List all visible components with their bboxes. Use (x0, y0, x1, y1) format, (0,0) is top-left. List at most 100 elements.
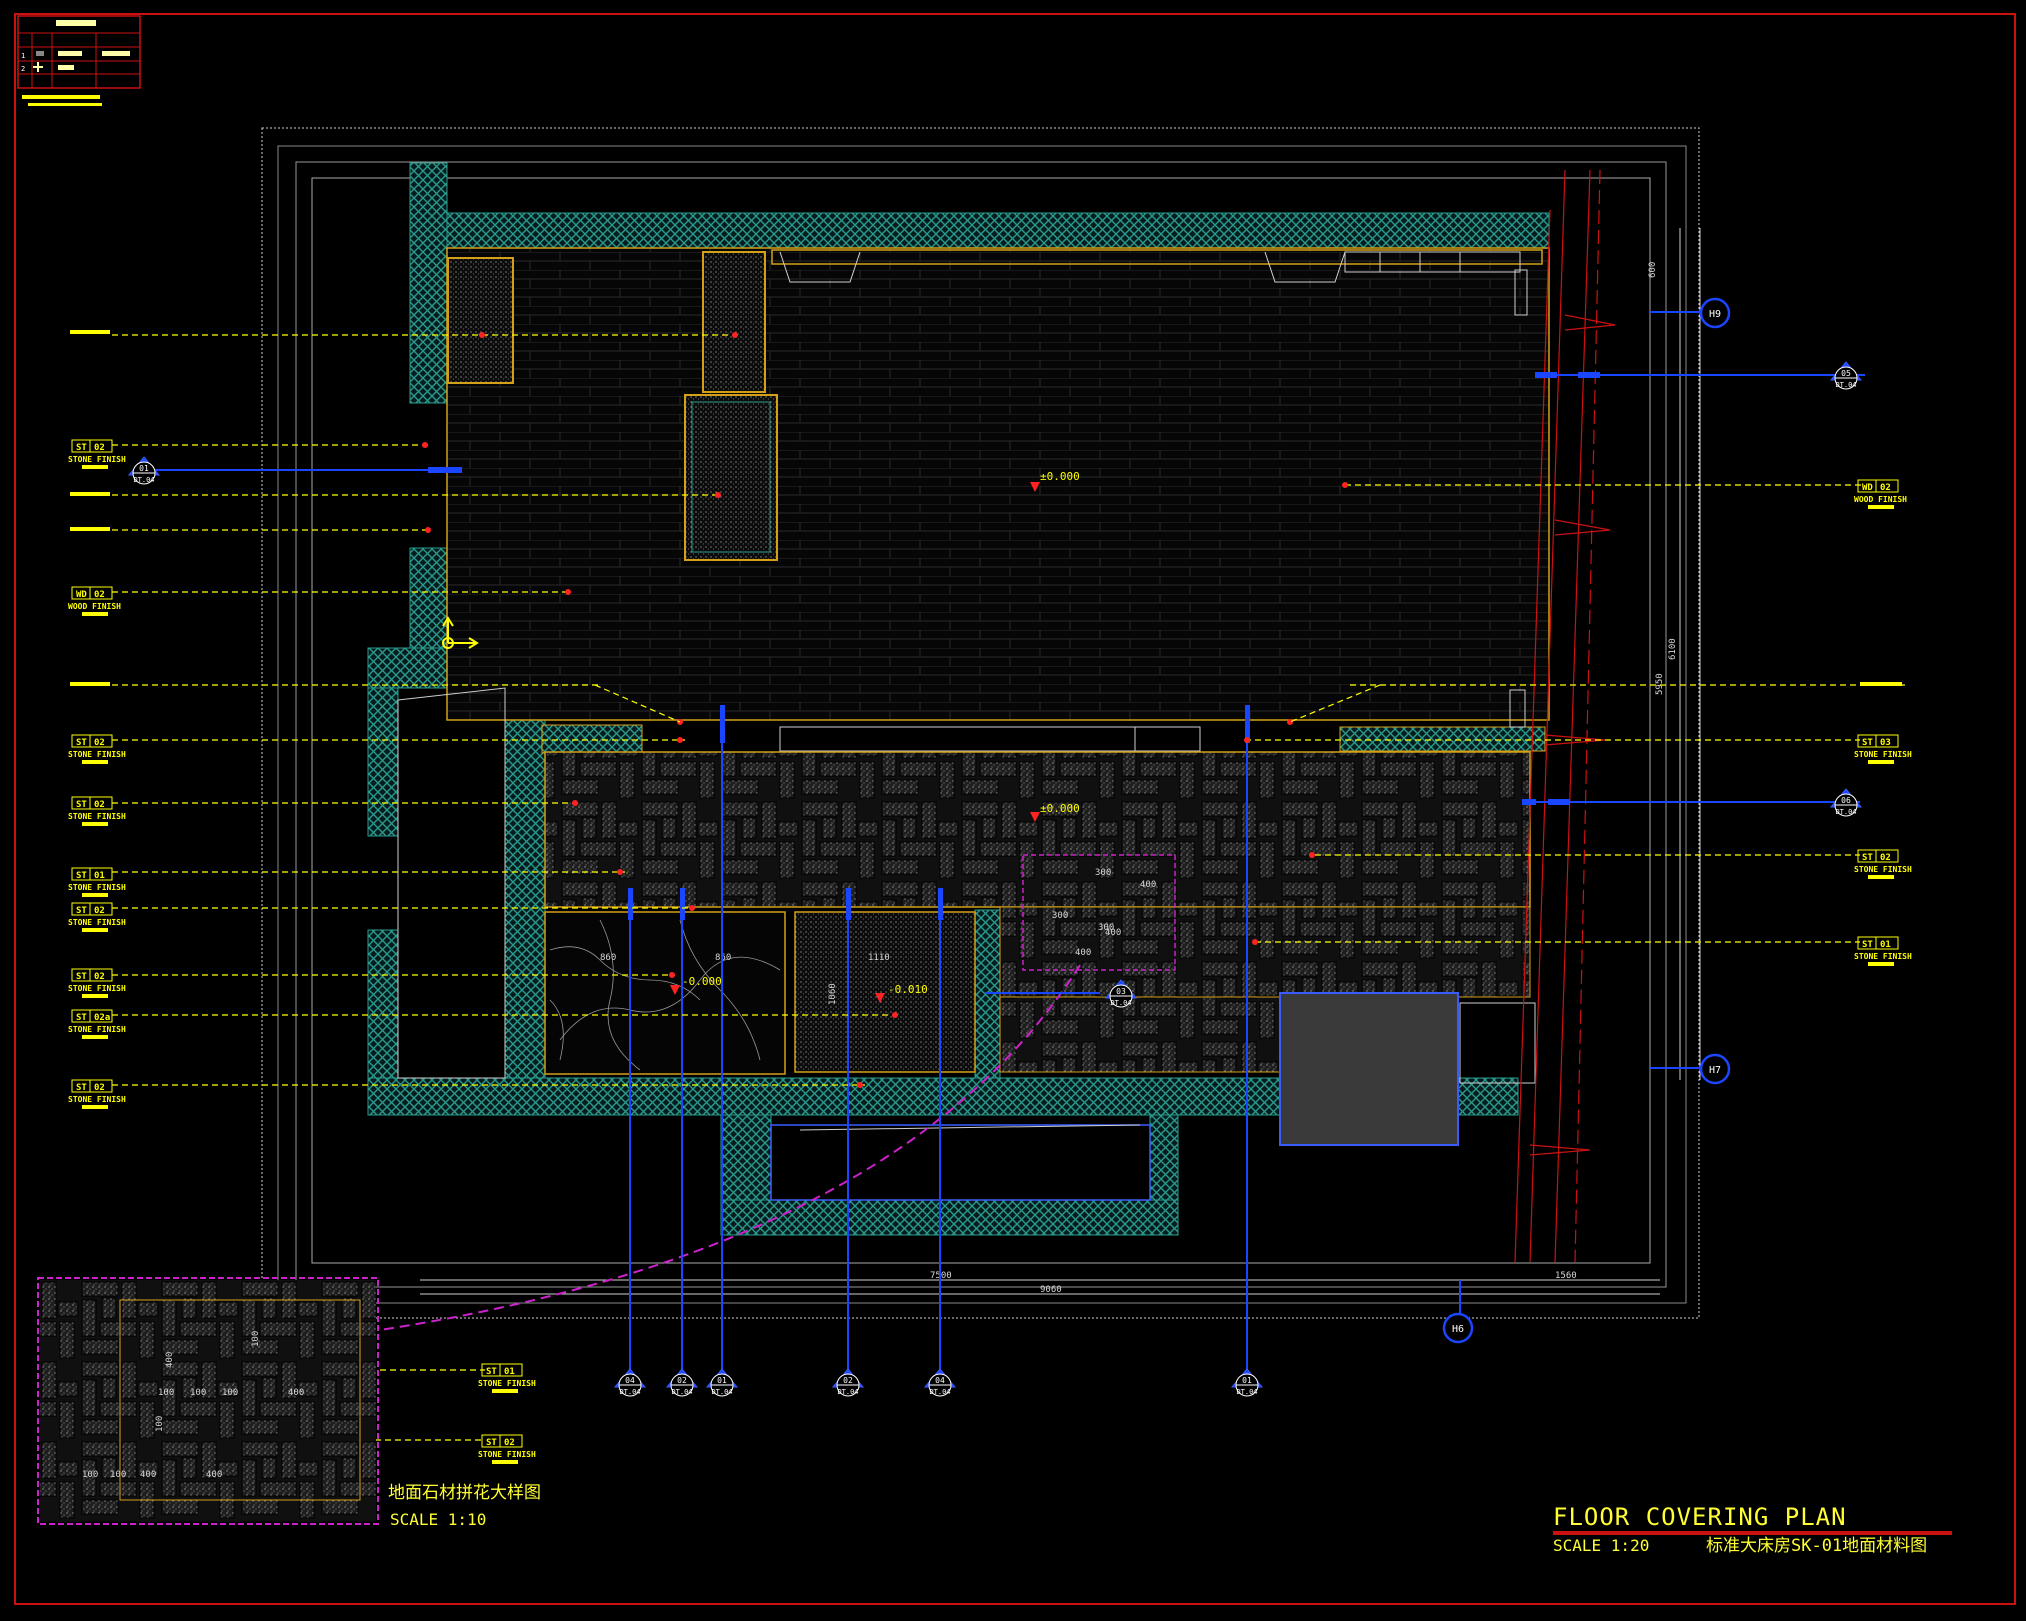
tag-num: 02 (94, 800, 105, 810)
section-ref: DT.04 (1835, 381, 1856, 389)
tag-num: 02 (1880, 853, 1891, 863)
level-3: -0.000 (682, 975, 722, 988)
dim-bottom-total: 9060 (1040, 1285, 1062, 1295)
tag-name: STONE FINISH (68, 750, 126, 759)
tag-code: ST (76, 1083, 87, 1093)
tag-name: WOOD FINISH (68, 602, 121, 611)
section-ref: DT.04 (1110, 999, 1131, 1007)
detail-dim-8: 100 (82, 1470, 98, 1480)
tag-code: WD (1862, 483, 1873, 493)
tag-name: STONE FINISH (478, 1450, 536, 1459)
dim-bath-3: 1110 (868, 953, 890, 963)
tag-name: STONE FINISH (68, 918, 126, 927)
section-ref: DT.04 (1835, 808, 1856, 816)
detail-dim-3: 100 (158, 1388, 174, 1398)
detail-scale: SCALE 1:10 (390, 1510, 486, 1529)
section-ref: DT.04 (671, 1388, 692, 1396)
tag-num: 01 (504, 1367, 515, 1377)
svg-text:H9: H9 (1709, 309, 1721, 320)
detail-dim-11: 400 (206, 1470, 222, 1480)
tag-name: STONE FINISH (1854, 750, 1912, 759)
detail-dim-2: 100 (251, 1331, 261, 1347)
tag-num: 02 (504, 1438, 515, 1448)
tag-name: STONE FINISH (68, 1095, 126, 1104)
facade-lines (1514, 169, 1616, 1263)
tag-name: STONE FINISH (478, 1379, 536, 1388)
section-num: 03 (1116, 987, 1126, 996)
section-num: 04 (935, 1376, 945, 1385)
dim-bath-2: 860 (715, 953, 731, 963)
tag-num: 01 (1880, 940, 1891, 950)
detail-dim-9: 100 (110, 1470, 126, 1480)
dim-right-1: 600 (1648, 262, 1658, 278)
detail-dim-4: 100 (190, 1388, 206, 1398)
tag-num: 02 (94, 906, 105, 916)
detail-dim-10: 400 (140, 1470, 156, 1480)
dim-bottom-2: 1560 (1555, 1271, 1577, 1281)
dim-right-2: 6100 (1668, 638, 1678, 660)
legend-table: 1 2 (17, 15, 141, 89)
tag-code: ST (486, 1367, 497, 1377)
tag-code: ST (486, 1438, 497, 1448)
section-ref: DT.04 (837, 1388, 858, 1396)
pattern-detail-box (1022, 854, 1176, 971)
tag-name: STONE FINISH (68, 1025, 126, 1034)
section-ref: DT.04 (929, 1388, 950, 1396)
tag-name: STONE FINISH (68, 812, 126, 821)
section-num: 01 (717, 1376, 727, 1385)
section-num: 01 (139, 464, 149, 473)
tag-num: 02 (94, 738, 105, 748)
tag-code: ST (76, 1013, 87, 1023)
tag-name: STONE FINISH (68, 984, 126, 993)
detail-title: 地面石材拼花大样图 (388, 1483, 541, 1503)
tag-num: 03 (1880, 738, 1891, 748)
svg-text:H6: H6 (1452, 1324, 1464, 1335)
section-num: 06 (1841, 796, 1851, 805)
wood-floor-area (446, 247, 1550, 721)
section-num: 01 (1242, 1376, 1252, 1385)
drawing-subtitle-cn: 标准大床房SK-01地面材料图 (1706, 1536, 1927, 1556)
section-ref: DT.04 (619, 1388, 640, 1396)
tag-num: 01 (94, 871, 105, 881)
grid-bubble-h9: H9 (1699, 297, 1731, 329)
level-2: ±0.000 (1040, 802, 1080, 815)
sheet-border (14, 13, 2016, 1605)
tag-name: STONE FINISH (1854, 952, 1912, 961)
level-4: -0.010 (888, 983, 928, 996)
tag-name: WOOD FINISH (1854, 495, 1907, 504)
section-num: 02 (677, 1376, 687, 1385)
tag-code: ST (1862, 738, 1873, 748)
tag-code: ST (76, 443, 87, 453)
tag-code: ST (76, 972, 87, 982)
tag-name: STONE FINISH (68, 883, 126, 892)
section-ref: DT.04 (133, 476, 154, 484)
dim-pattern-6: 400 (1075, 948, 1091, 958)
dim-pattern-2: 400 (1140, 880, 1156, 890)
tag-code: ST (76, 800, 87, 810)
section-num: 05 (1841, 369, 1851, 378)
dim-pattern-5: 400 (1105, 928, 1121, 938)
dim-pattern-4: 300 (1098, 923, 1114, 933)
stone-herringbone-area (544, 751, 1531, 908)
stone-pattern-detail: 400 100 100 100 100 400 100 100 100 400 … (37, 1277, 379, 1525)
tag-num: 02 (94, 443, 105, 453)
